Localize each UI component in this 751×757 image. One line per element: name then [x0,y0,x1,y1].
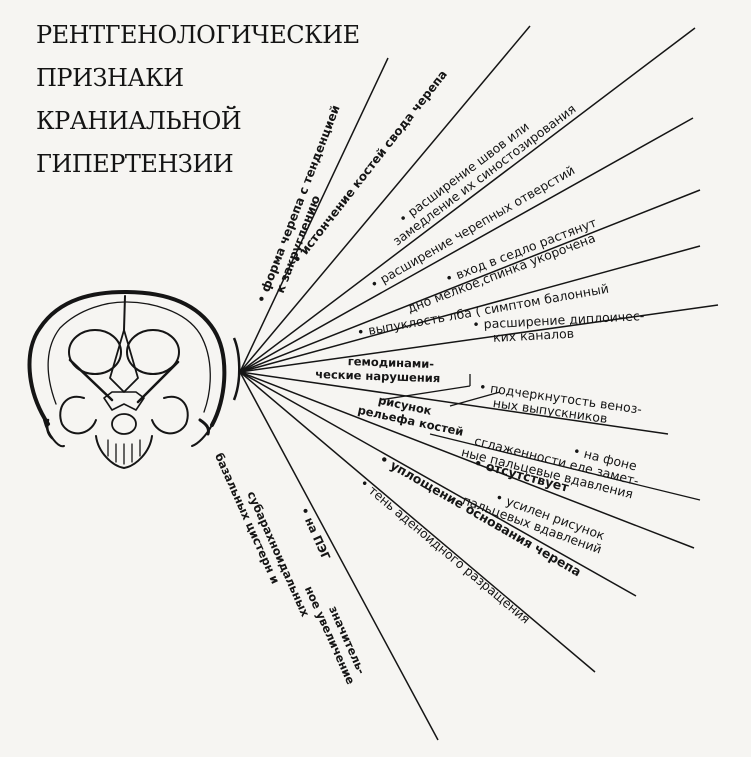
branch-line [449,391,501,407]
ray-line [239,27,696,373]
branch-line [379,385,471,401]
label-venous: • подчеркнутость веноз- ных выпускников [478,379,643,427]
ray-line [239,371,637,597]
ray-line [239,371,439,741]
ray-line [239,57,389,373]
ray-line [239,304,719,373]
skull-icon [27,290,227,469]
label-hemodynamic: гемодинами- ческие нарушения [315,354,441,386]
branch-line [429,433,701,501]
title-line: РЕНТГЕНОЛОГИЧЕСКИЕ [36,21,360,49]
title-line: ГИПЕРТЕНЗИИ [36,150,234,178]
label-peg: • на ПЭГ значитель- ное увеличение субар… [212,450,369,687]
ray-lines [239,25,719,741]
title-line: КРАНИАЛЬНОЙ [36,107,242,135]
focal-bracket [232,337,241,401]
ray-line [239,371,695,549]
label-relief: рисунок рельефа костей [356,392,465,439]
ray-line [239,371,669,435]
diagram-title: РЕНТГЕНОЛОГИЧЕСКИЕ ПРИЗНАКИ КРАНИАЛЬНОЙ … [36,14,360,186]
branch-lines [379,374,701,501]
title-line: ПРИЗНАКИ [36,64,184,92]
ray-line [239,371,596,673]
ray-line [239,25,531,373]
ray-line [239,245,701,373]
ray-line [239,189,701,373]
ray-line [239,117,694,373]
